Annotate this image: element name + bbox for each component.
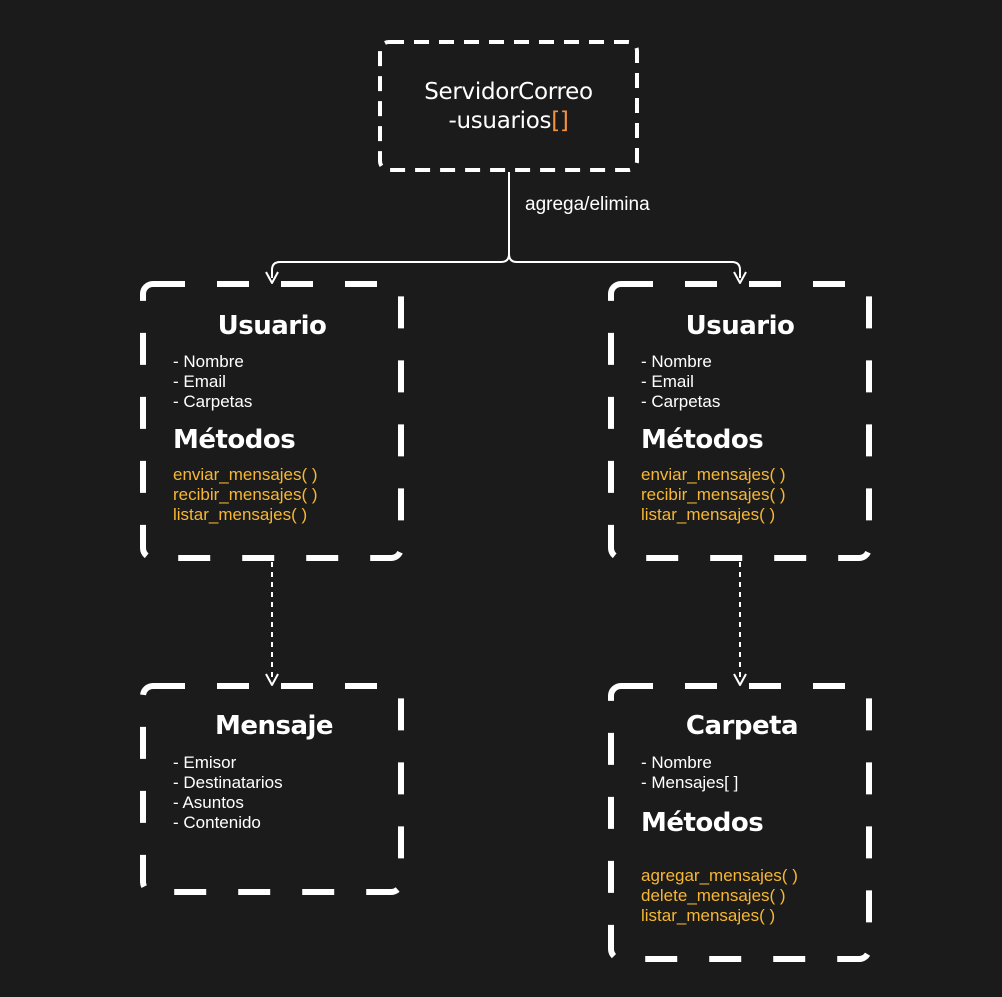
- attribute-item: - Nombre: [641, 753, 712, 772]
- method-item: recibir_mensajes( ): [173, 485, 318, 504]
- arrowhead-usuario-right: [733, 271, 747, 284]
- servidor-attribute-bracket: []: [551, 108, 569, 134]
- attribute-item: - Contenido: [173, 813, 261, 832]
- method-item: enviar_mensajes( ): [641, 465, 786, 484]
- arrowhead-usuario-left: [265, 271, 279, 284]
- attribute-item: - Nombre: [173, 352, 244, 371]
- usuario-left-title: Usuario: [217, 311, 327, 341]
- usuario-right-attributes: - Nombre - Email - Carpetas: [641, 352, 720, 412]
- edge-label-agrega-elimina: agrega/elimina: [525, 194, 650, 215]
- attribute-item: - Asuntos: [173, 793, 244, 812]
- carpeta-title: Carpeta: [685, 711, 799, 741]
- usuario-right-title: Usuario: [685, 311, 795, 341]
- attribute-item: - Emisor: [173, 753, 237, 772]
- mensaje-box[interactable]: [140, 683, 404, 895]
- usuario-right-methods: enviar_mensajes( ) recibir_mensajes( ) l…: [641, 465, 786, 525]
- carpeta-methods: agregar_mensajes( ) delete_mensajes( ) l…: [641, 866, 798, 926]
- usuario-left-attributes: - Nombre - Email - Carpetas: [173, 352, 252, 412]
- method-item: listar_mensajes( ): [641, 505, 776, 524]
- carpeta-box[interactable]: [608, 683, 872, 962]
- carpeta-attributes: - Nombre - Mensajes[ ]: [641, 753, 738, 793]
- attribute-item: - Mensajes[ ]: [641, 773, 739, 792]
- mensaje-attributes: - Emisor - Destinatarios - Asuntos - Con…: [173, 753, 283, 833]
- method-item: listar_mensajes( ): [173, 505, 308, 524]
- method-item: enviar_mensajes( ): [173, 465, 318, 484]
- mensaje-title: Mensaje: [214, 711, 334, 741]
- method-item: agregar_mensajes( ): [641, 866, 798, 885]
- attribute-item: - Carpetas: [173, 392, 253, 411]
- method-item: listar_mensajes( ): [641, 906, 776, 925]
- servidor-attribute-name: -usuarios: [448, 108, 552, 134]
- arrowhead-mensaje: [265, 673, 279, 686]
- usuario-right-methods-title: Métodos: [641, 425, 764, 455]
- attribute-item: - Email: [173, 372, 226, 391]
- servidor-attribute: -usuarios[]: [379, 107, 638, 136]
- attribute-item: - Destinatarios: [173, 773, 283, 792]
- servidor-title: ServidorCorreo: [424, 79, 593, 105]
- carpeta-methods-title: Métodos: [641, 808, 764, 838]
- attribute-item: - Nombre: [641, 352, 712, 371]
- arrowhead-carpeta: [733, 673, 747, 686]
- method-item: delete_mensajes( ): [641, 886, 786, 905]
- usuario-left-box[interactable]: [140, 281, 404, 561]
- usuario-left-methods: enviar_mensajes( ) recibir_mensajes( ) l…: [173, 465, 318, 525]
- attribute-item: - Email: [641, 372, 694, 391]
- usuario-left-methods-title: Métodos: [173, 425, 296, 455]
- attribute-item: - Carpetas: [641, 392, 721, 411]
- servidor-box[interactable]: [378, 40, 639, 172]
- connector-servidor-usuario-right: [508, 253, 741, 278]
- method-item: recibir_mensajes( ): [641, 485, 786, 504]
- usuario-right-box[interactable]: [608, 281, 872, 561]
